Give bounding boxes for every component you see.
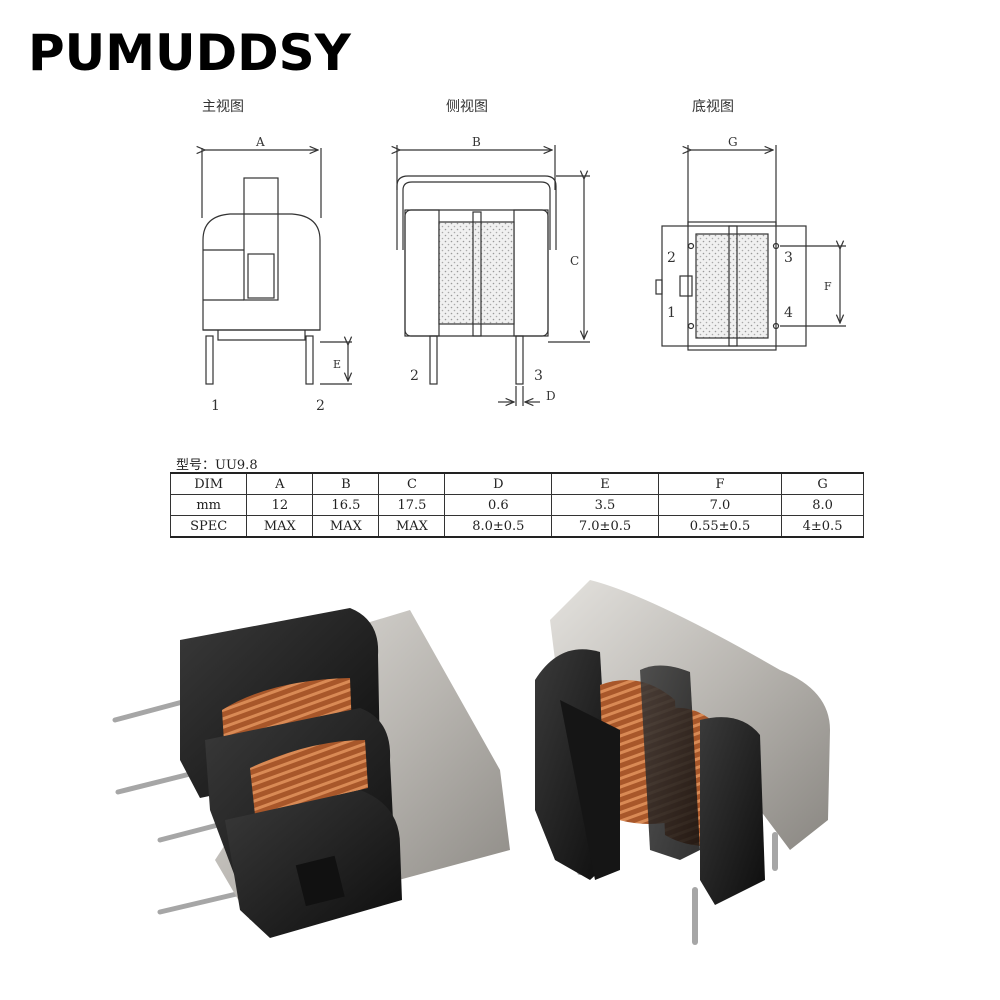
table-cell: 7.0±0.5 [551,515,659,538]
table-cell: D [444,472,553,495]
table-cell: 0.6 [444,494,553,516]
spec-table: DIM A B C D E F G mm 12 16.5 17.5 0.6 3.… [169,472,864,538]
dim-label-d: D [546,389,556,403]
model-label: 型号：UU9.8 [176,458,258,473]
bottom-pin-1: 1 [667,305,676,321]
table-cell: 8.0 [781,494,864,516]
bottom-view [655,145,846,351]
table-cell: E [551,472,659,495]
table-cell: MAX [312,515,380,538]
table-cell: 16.5 [312,494,380,516]
front-view [202,148,352,385]
table-cell: DIM [169,472,248,495]
side-view [397,145,590,406]
side-pin-2: 2 [410,368,419,384]
table-cell: 12 [246,494,314,516]
table-row: DIM A B C D E F G [169,472,864,495]
inductor-left [112,608,510,938]
table-cell: MAX [246,515,314,538]
table-cell: 17.5 [378,494,446,516]
table-cell: F [657,472,783,495]
table-cell: A [246,472,314,495]
table-cell: G [781,472,864,495]
bottom-pin-4: 4 [784,305,793,321]
front-pin-2: 2 [316,398,325,414]
side-view-title: 侧视图 [446,99,488,115]
side-pin-3: 3 [534,368,543,384]
technical-drawing: A E 1 2 B C 2 3 D [0,135,846,414]
table-cell: C [378,472,446,495]
brand-logo: PUMUDDSY [28,24,351,82]
table-cell: B [312,472,380,495]
bottom-pin-3: 3 [784,250,793,266]
bottom-pin-2: 2 [667,250,676,266]
inductor-right [535,580,830,945]
dim-label-c: C [570,254,579,268]
dim-label-e: E [333,358,341,371]
bottom-view-title: 底视图 [692,99,734,115]
front-view-title: 主视图 [202,99,244,115]
table-row: mm 12 16.5 17.5 0.6 3.5 7.0 8.0 [169,494,864,516]
table-cell: 4±0.5 [781,515,864,538]
table-cell: 3.5 [551,494,659,516]
table-row: SPEC MAX MAX MAX 8.0±0.5 7.0±0.5 0.55±0.… [169,515,864,538]
table-cell: SPEC [169,515,248,538]
dim-label-a: A [255,135,265,149]
dim-label-b: B [472,135,481,149]
table-cell: 7.0 [657,494,783,516]
table-cell: mm [169,494,248,516]
dim-label-g: G [728,135,738,149]
product-photo [112,580,830,945]
table-cell: 0.55±0.5 [657,515,783,538]
front-pin-1: 1 [211,398,220,414]
table-cell: 8.0±0.5 [444,515,553,538]
table-cell: MAX [378,515,446,538]
dim-label-f: F [824,280,832,293]
